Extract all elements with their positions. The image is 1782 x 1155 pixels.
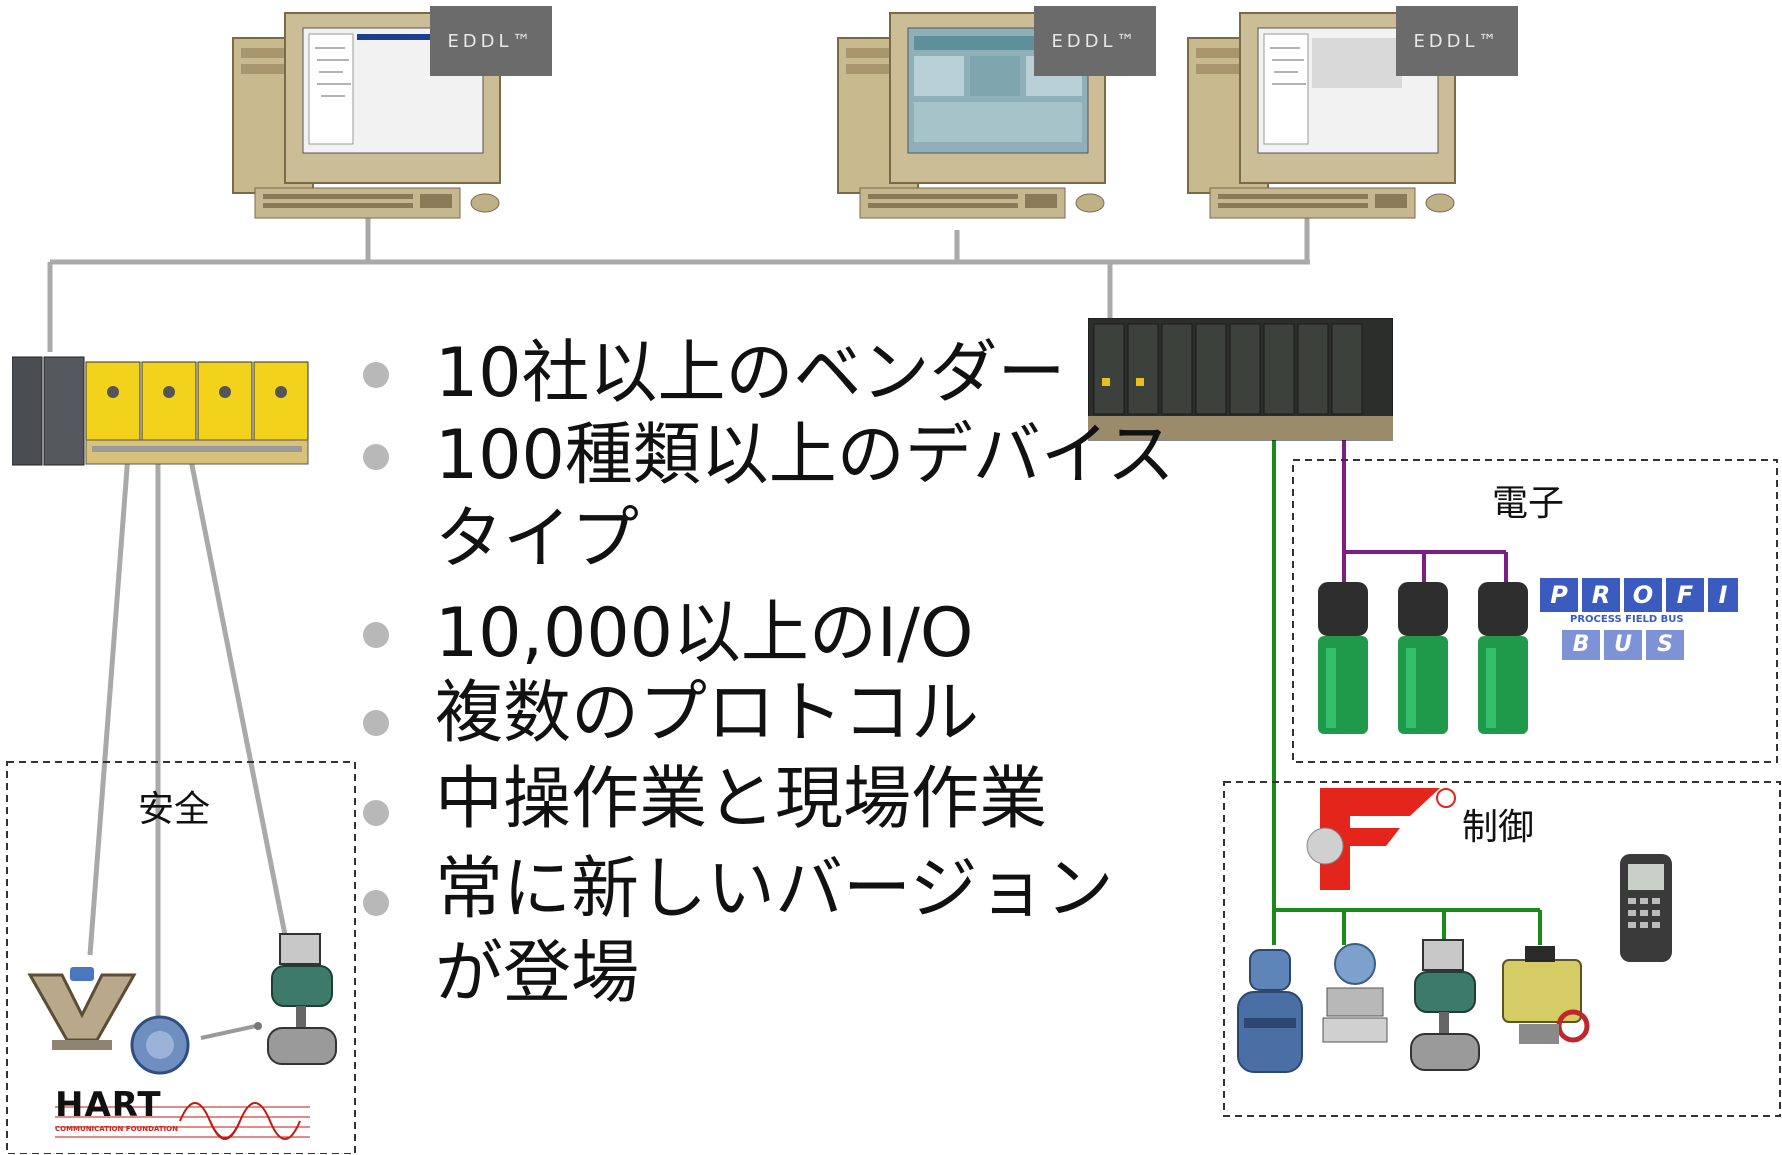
control-valve-icon (267, 933, 337, 1065)
actuator-icon (1502, 946, 1590, 1044)
bullet-dot (363, 710, 389, 736)
control-zone-label: 制御 (1462, 807, 1535, 848)
profibus-letter: S (1646, 630, 1684, 660)
profibus-letter: B (1562, 630, 1600, 660)
profibus-letter: I (1708, 578, 1738, 612)
bullet-text: 中操作業と現場作業 (435, 760, 1048, 839)
control-zone-box (1223, 781, 1781, 1117)
bullet-text: 100種類以上のデバイス (435, 416, 1175, 495)
main-controller (1088, 318, 1393, 441)
bullet-dot (363, 800, 389, 826)
profibus-device-1-icon (1318, 582, 1368, 734)
eddl-badge-2: EDDL™ (1034, 6, 1156, 76)
flow-transmitter-icon (1237, 949, 1303, 1073)
bullet-text: 常に新しいバージョン (435, 850, 1114, 929)
profibus-letter: R (1582, 578, 1620, 612)
coriolis-flowmeter-icon (27, 967, 137, 1050)
safety-controller (12, 356, 309, 466)
fieldbus-valve-icon (1410, 939, 1480, 1071)
profibus-wiring (1342, 440, 1508, 595)
bullet-dot (363, 444, 389, 470)
pressure-transmitter-icon (1322, 943, 1388, 1043)
profibus-device-3-icon (1478, 582, 1528, 734)
bullet-text-continuation: タイプ (435, 500, 640, 579)
profibus-letter: O (1624, 578, 1662, 612)
transmitter-icon (130, 1015, 190, 1075)
electric-zone-box (1292, 459, 1778, 763)
profibus-middle-text: PROCESS FIELD BUS (1570, 614, 1684, 625)
hart-waveform-icon (55, 1102, 310, 1140)
profibus-logo: P R O F I PROCESS FIELD BUS B U S (1540, 578, 1776, 678)
bullet-dot (363, 622, 389, 648)
safety-wiring (87, 454, 291, 1025)
profibus-letter: P (1540, 578, 1578, 612)
hart-logo-text: HART (55, 1085, 162, 1125)
eddl-badge-3: EDDL™ (1396, 6, 1518, 76)
bullet-text: 複数のプロトコル (435, 674, 980, 753)
profibus-top-letters: P R O F I (1540, 578, 1738, 612)
bullet-dot (363, 890, 389, 916)
electric-zone-label: 電子 (1492, 483, 1565, 524)
profibus-bottom-letters: B U S (1562, 630, 1684, 660)
bullet-text: 10社以上のベンダー (435, 334, 1066, 413)
hart-logo: HART COMMUNICATION FOUNDATION (55, 1085, 315, 1155)
bullet-text: 10,000以上のI/O (435, 594, 974, 673)
profibus-letter: F (1666, 578, 1704, 612)
safety-zone-label: 安全 (138, 789, 211, 830)
ethernet-backbone (47, 215, 1310, 352)
foundation-fieldbus-logo-icon (1306, 788, 1456, 890)
hart-logo-subtext: COMMUNICATION FOUNDATION (55, 1125, 178, 1133)
handheld-communicator-icon (1620, 854, 1672, 962)
bullet-dot (363, 362, 389, 388)
eddl-badge-1: EDDL™ (430, 6, 552, 76)
safety-zone-box (6, 761, 356, 1154)
fieldbus-wiring (1272, 440, 1542, 945)
bullet-text-continuation: が登場 (435, 934, 640, 1013)
temperature-probe-icon (200, 1022, 262, 1040)
profibus-letter: U (1604, 630, 1642, 660)
profibus-device-2-icon (1398, 582, 1448, 734)
